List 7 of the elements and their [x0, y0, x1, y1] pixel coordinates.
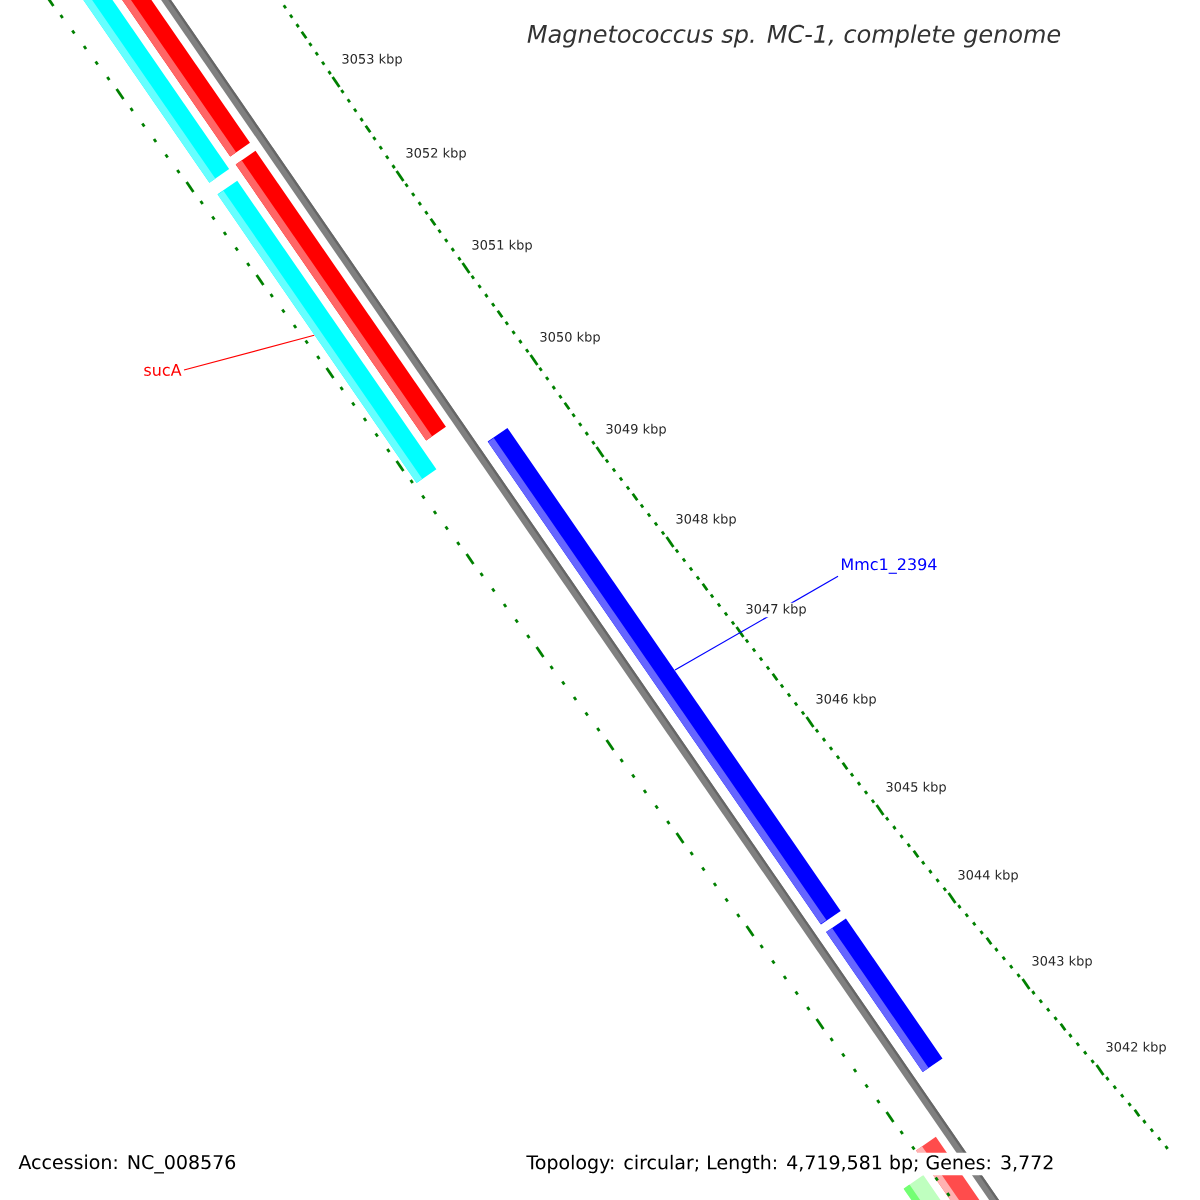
gene-bar [217, 180, 437, 483]
gene-label: sucA [144, 364, 182, 376]
title: Magnetococcus sp. MC-1, complete genome [527, 24, 1061, 48]
footer-text: Topology: circular; Length: 4,719,581 bp; Genes: 3,772 [524, 1152, 1057, 1176]
leader-line [183, 334, 315, 371]
gene-label: Mmc1_2394 [842, 558, 937, 574]
footer-text: Accession: NC_008576 [16, 1152, 239, 1176]
